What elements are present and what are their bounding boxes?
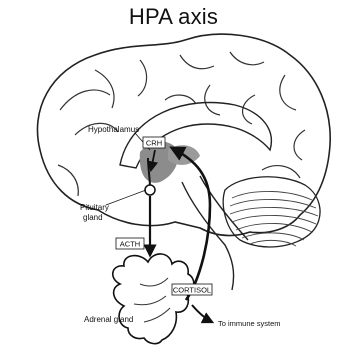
label-acth: ACTH (120, 240, 140, 249)
label-hypothalamus: Hypothalamus (88, 125, 139, 134)
adrenal-gland-shape (113, 254, 194, 344)
brain-folds (58, 52, 305, 196)
pituitary-pointer (106, 190, 146, 205)
label-cortisol: CORTISOL (173, 286, 211, 295)
label-to-immune-system: To immune system (218, 319, 281, 328)
label-pituitary-line1: Pituitary (80, 203, 109, 212)
label-pituitary-line2: gland (83, 213, 103, 222)
pituitary-gland-shape (145, 185, 155, 195)
immune-arrow (192, 305, 212, 322)
label-crh: CRH (146, 139, 162, 148)
label-adrenal-gland: Adrenal gland (84, 315, 133, 324)
